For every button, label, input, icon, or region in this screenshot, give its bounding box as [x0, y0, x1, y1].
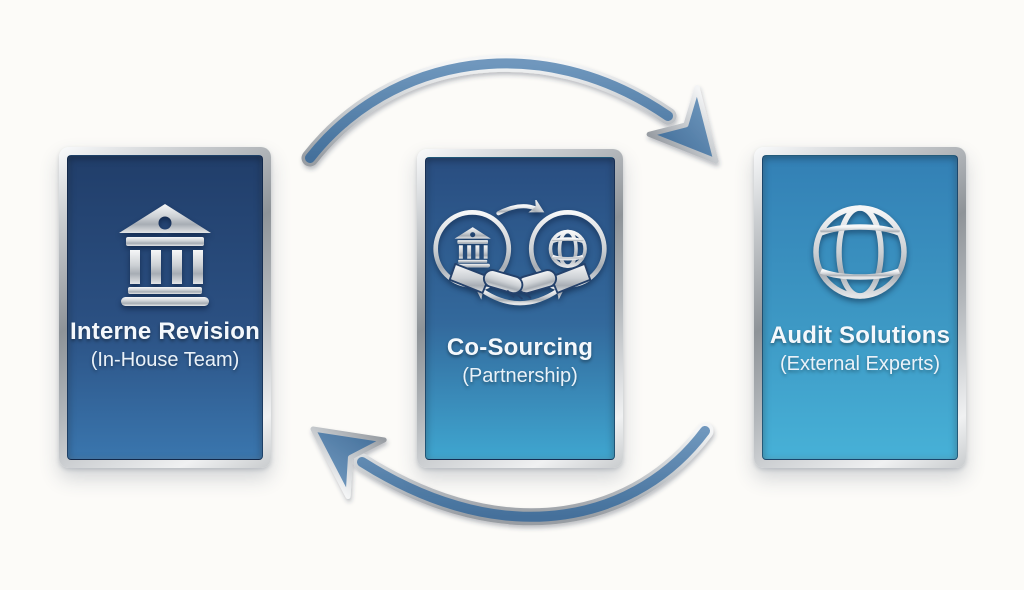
card-subtitle: (Partnership) — [462, 365, 578, 387]
exchange-arrow-top — [496, 200, 545, 216]
handshake-icon — [448, 262, 592, 300]
card-title: Audit Solutions — [769, 322, 951, 349]
card-interne-revision: Interne Revision (In-House Team) — [59, 147, 271, 468]
card-subtitle: (In-House Team) — [90, 349, 240, 371]
mini-bank-icon — [454, 227, 491, 268]
card-subtitle: (External Experts) — [779, 353, 941, 375]
bank-icon — [119, 204, 211, 306]
co-sourcing-icon — [433, 200, 607, 306]
globe-icon — [813, 205, 907, 299]
card-audit-solutions: Audit Solutions (External Experts) — [754, 147, 966, 468]
card-title: Interne Revision — [70, 318, 260, 345]
card-title: Co-Sourcing — [446, 334, 594, 361]
mini-globe-icon — [548, 229, 587, 268]
card-co-sourcing: Co-Sourcing (Partnership) — [417, 149, 623, 468]
